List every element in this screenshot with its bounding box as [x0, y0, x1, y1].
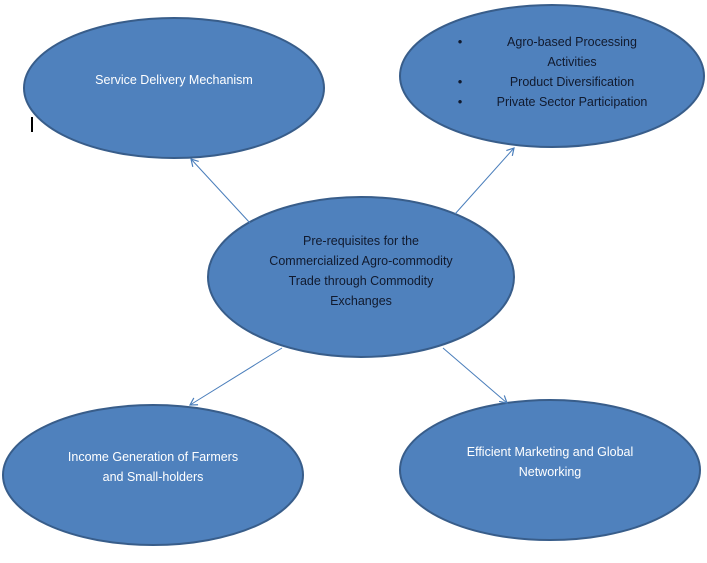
node-top-right[interactable]: • Agro-based Processing Activities • Pro… — [440, 32, 664, 112]
node-top-right-shape — [399, 4, 705, 148]
bullet-item: • Agro-based Processing Activities — [440, 32, 664, 72]
bullet-text: Agro-based Processing — [507, 35, 637, 49]
text-cursor — [31, 117, 33, 132]
node-top-left[interactable]: Service Delivery Mechanism — [34, 70, 314, 90]
bullet-body: Private Sector Participation — [480, 92, 664, 112]
node-bottom-left-shape — [2, 404, 304, 546]
bullet-text: Product Diversification — [509, 75, 635, 89]
bullet-body: Agro-based Processing Activities — [480, 32, 664, 72]
node-center-shape — [207, 196, 515, 358]
node-center-line: Pre-requisites for the — [302, 234, 420, 248]
bullet-item: • Private Sector Participation — [440, 92, 664, 112]
node-top-right-bullets: • Agro-based Processing Activities • Pro… — [440, 32, 664, 112]
edge-center-to-top-left — [190, 158, 251, 224]
bullet-item: • Product Diversification — [440, 72, 664, 92]
node-center[interactable]: Pre-requisites for the Commercialized Ag… — [221, 231, 501, 311]
bullet-body: Product Diversification — [480, 72, 664, 92]
node-center-line: Trade through Commodity — [288, 274, 434, 288]
node-top-left-line: Service Delivery Mechanism — [95, 73, 253, 87]
bullet-icon: • — [457, 74, 463, 89]
bullet-text: Private Sector Participation — [496, 95, 648, 109]
node-bottom-left[interactable]: Income Generation of Farmers and Small-h… — [13, 447, 293, 487]
edge-center-to-bottom-right — [442, 347, 508, 404]
edge-center-to-top-right — [454, 147, 515, 215]
node-center-line: Commercialized Agro-commodity — [269, 254, 453, 268]
node-bottom-right-line: Networking — [518, 465, 582, 479]
node-bottom-right[interactable]: Efficient Marketing and Global Networkin… — [410, 442, 690, 482]
bullet-text: Activities — [547, 55, 597, 69]
edge-center-to-bottom-left — [188, 347, 283, 406]
node-bottom-left-line: Income Generation of Farmers — [67, 450, 239, 464]
node-bottom-right-shape — [399, 399, 701, 541]
node-bottom-left-line: and Small-holders — [102, 470, 204, 484]
node-top-left-shape — [23, 17, 325, 159]
bullet-icon: • — [457, 34, 463, 49]
bullet-icon: • — [457, 94, 463, 109]
node-center-line: Exchanges — [330, 294, 392, 308]
node-bottom-right-line: Efficient Marketing and Global — [466, 445, 634, 459]
